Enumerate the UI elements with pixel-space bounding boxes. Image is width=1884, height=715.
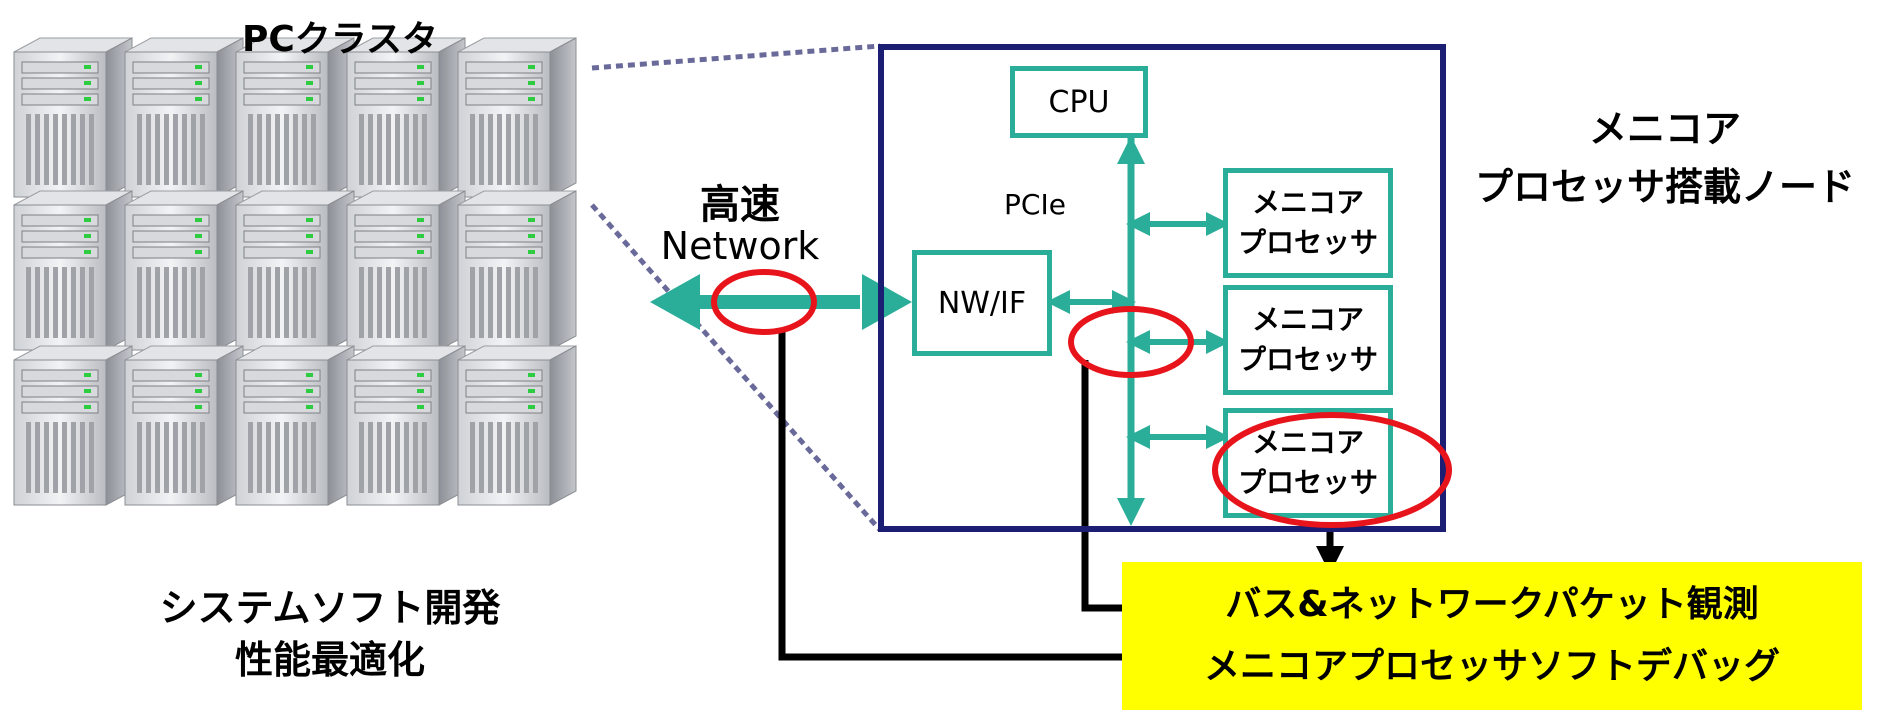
cluster-caption: システムソフト開発 性能最適化 [80,582,580,686]
server-tower-icon [235,190,355,351]
bus-probe-line [1081,360,1122,612]
network-probe-line [778,332,1122,661]
pcie-label: PCIe [1004,188,1066,221]
processor-box-2: メニコア プロセッサ [1223,285,1393,395]
node-frame [878,44,1446,532]
zoom-line-top [591,43,881,71]
server-tower-icon [346,190,466,351]
network-arrow [650,274,912,330]
processor-1-line2: プロセッサ [1237,226,1378,259]
cluster-title: PCクラスタ [241,19,439,60]
cluster-caption-line2: 性能最適化 [234,638,425,682]
network-title: 高速 [700,182,780,228]
server-tower-icon [13,345,133,506]
nwif-label: NW/IF [937,285,1027,321]
server-tower-icon [124,345,244,506]
observation-line2: メニコアプロセッサソフトデバッグ [1203,646,1780,687]
node-label-line1: メニコア [1588,107,1741,151]
processor-2-line1: メニコア [1251,303,1364,336]
cpu-label: CPU [1048,84,1110,120]
processor-box-1: メニコア プロセッサ [1223,168,1393,278]
server-tower-icon [457,190,577,351]
observation-box: バス&ネットワークパケット観測 メニコアプロセッサソフトデバッグ [1122,562,1862,710]
network-subtitle: Network [660,224,820,268]
observation-line1: バス&ネットワークパケット観測 [1225,584,1759,625]
server-tower-icon [235,345,355,506]
node-label-line2: プロセッサ搭載ノード [1474,165,1855,209]
nwif-box: NW/IF [912,250,1052,356]
processor-box-3: メニコア プロセッサ [1223,408,1393,518]
zoom-line-bottom [590,203,882,532]
processor-2-line2: プロセッサ [1237,343,1378,376]
processor-1-line1: メニコア [1251,186,1364,219]
server-tower-icon [457,37,577,198]
server-tower-icon [13,190,133,351]
cluster-caption-line1: システムソフト開発 [159,586,501,630]
server-tower-icon [457,345,577,506]
server-cluster-image [13,37,577,506]
server-tower-icon [346,37,466,198]
server-tower-icon [346,345,466,506]
cpu-box: CPU [1010,66,1148,138]
node-label: メニコア プロセッサ搭載ノード [1450,100,1880,216]
processor-3-line2: プロセッサ [1237,466,1378,499]
server-tower-icon [124,190,244,351]
server-tower-icon [13,37,133,198]
processor-3-line1: メニコア [1251,426,1364,459]
